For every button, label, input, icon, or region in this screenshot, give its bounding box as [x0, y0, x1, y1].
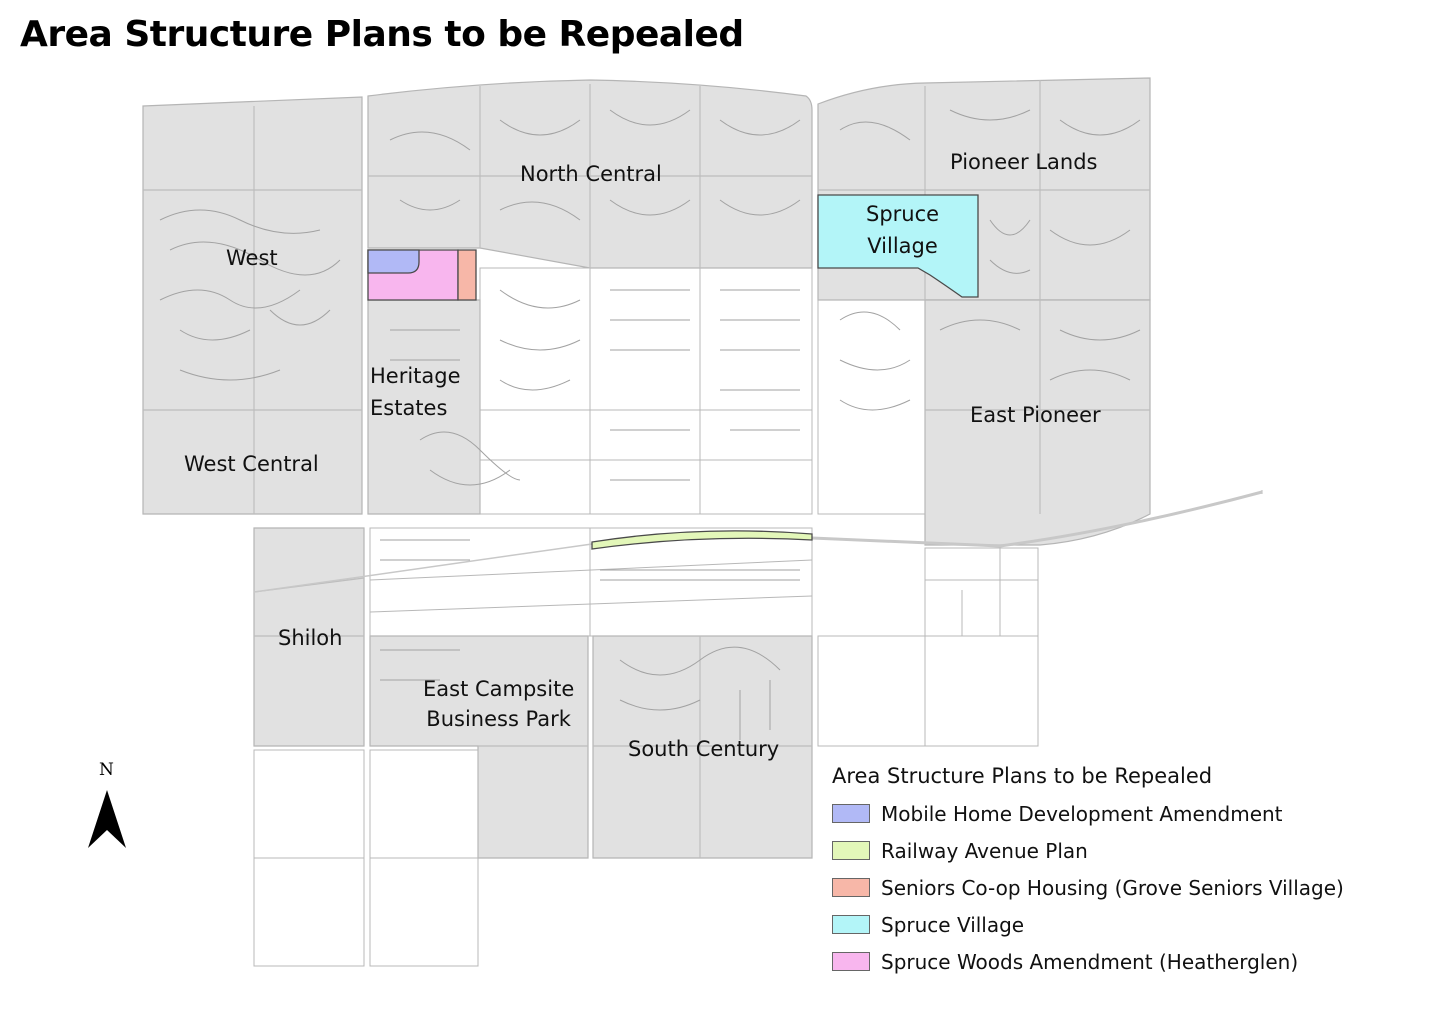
legend-label: Seniors Co-op Housing (Grove Seniors Vil…	[881, 875, 1344, 900]
label-pioneer-lands: Pioneer Lands	[950, 150, 1098, 174]
other-parcels	[253, 267, 1039, 967]
legend: Area Structure Plans to be Repealed Mobi…	[832, 764, 1344, 980]
label-north-central: North Central	[520, 162, 662, 186]
label-shiloh: Shiloh	[278, 626, 343, 650]
label-west-central: West Central	[184, 452, 319, 476]
legend-label: Mobile Home Development Amendment	[881, 801, 1283, 826]
area-east-campsite	[369, 635, 589, 859]
north-arrow-icon	[88, 790, 126, 848]
legend-label: Spruce Village	[881, 912, 1025, 937]
label-spruce-village: Spruce Village	[866, 202, 940, 258]
mobile-home-polygon	[367, 249, 420, 274]
legend-item: Spruce Village	[832, 906, 1344, 943]
legend-item: Railway Avenue Plan	[832, 832, 1344, 869]
legend-swatch	[832, 841, 870, 860]
railway-avenue-polygon	[591, 530, 813, 550]
legend-swatch	[832, 804, 870, 823]
legend-title: Area Structure Plans to be Repealed	[832, 764, 1213, 788]
north-arrow-letter: N	[99, 760, 114, 780]
residential-streets	[159, 109, 1141, 740]
label-east-campsite: East Campsite Business Park	[423, 677, 575, 731]
legend-item: Seniors Co-op Housing (Grove Seniors Vil…	[832, 869, 1344, 906]
repealed-areas	[367, 194, 979, 550]
spruce-village-polygon	[817, 194, 979, 298]
label-south-century: South Century	[628, 737, 780, 761]
legend-item: Mobile Home Development Amendment	[832, 795, 1344, 832]
legend-label: Spruce Woods Amendment (Heatherglen)	[881, 949, 1299, 974]
legend-label: Railway Avenue Plan	[881, 838, 1088, 863]
label-heritage-estates: Heritage Estates	[370, 364, 461, 420]
legend-swatch	[832, 915, 870, 934]
map-title: Area Structure Plans to be Repealed	[20, 14, 744, 55]
legend-swatch	[832, 878, 870, 897]
label-west: West	[226, 246, 278, 270]
legend-swatch	[832, 952, 870, 971]
roads	[143, 80, 1263, 858]
legend-item: Spruce Woods Amendment (Heatherglen)	[832, 943, 1344, 980]
area-east-pioneer	[924, 299, 1151, 546]
area-shiloh	[253, 527, 365, 747]
label-east-pioneer: East Pioneer	[970, 403, 1101, 427]
seniors-coop-polygon	[457, 249, 477, 301]
